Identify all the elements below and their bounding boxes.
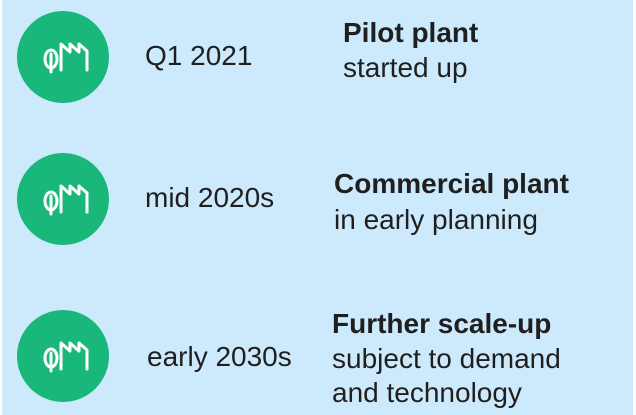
milestone-description: subject to demand xyxy=(332,343,561,374)
milestone-description: and technology xyxy=(332,377,522,408)
milestone-title: Pilot plant xyxy=(343,17,479,48)
milestone-date: early 2030s xyxy=(147,341,292,372)
milestone-description: in early planning xyxy=(334,204,538,235)
milestone-title: Commercial plant xyxy=(334,168,569,199)
plant-leaf-icon xyxy=(17,11,109,103)
milestone-date: mid 2020s xyxy=(145,182,275,213)
milestone-date: Q1 2021 xyxy=(145,40,253,71)
plant-leaf-icon xyxy=(17,310,109,402)
milestone-title: Further scale-up xyxy=(332,308,552,339)
plant-leaf-icon xyxy=(17,153,109,245)
milestone-description: started up xyxy=(343,52,468,83)
